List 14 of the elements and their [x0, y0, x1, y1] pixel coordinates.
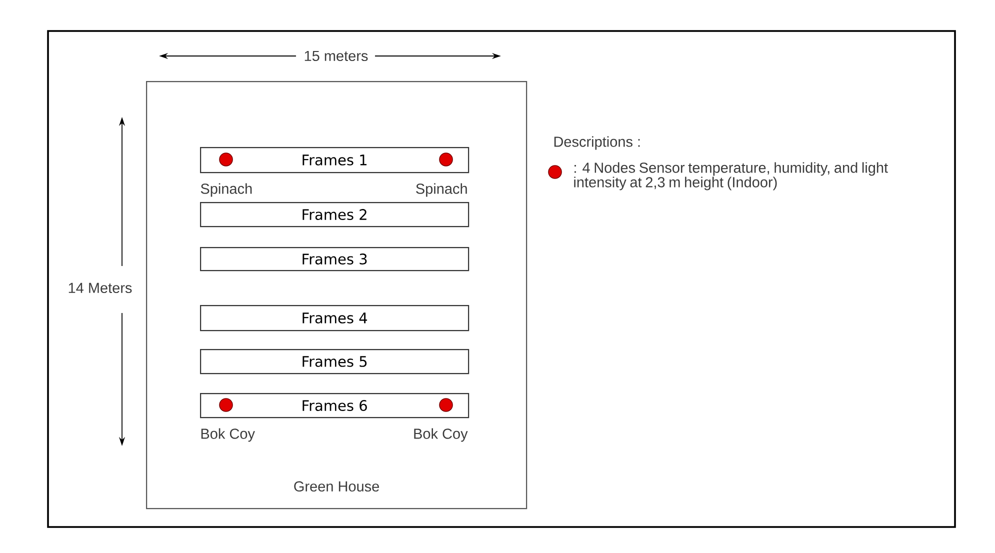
- legend-heading: Descriptions :: [554, 136, 640, 150]
- dimension-label: 15 meters: [304, 50, 368, 62]
- plant-label: Spinach: [200, 183, 252, 197]
- legend-text: : 4 Nodes Sensor temperature, humidity, and light intensity at 2,3 m height (Indoor): [574, 162, 888, 190]
- dimension-label: 14 Meters: [68, 282, 132, 294]
- frame-bar: Frames 1: [200, 147, 470, 174]
- frame-bar: Frames 4: [200, 305, 470, 332]
- frame-bar: Frames 3: [200, 247, 470, 272]
- plant-label: Bok Coy: [414, 428, 468, 442]
- frame-bar: Frames 6: [200, 393, 470, 418]
- frame-bar: Frames 2: [200, 202, 470, 228]
- frame-bar: Frames 5: [200, 349, 470, 374]
- plant-label: Bok Coy: [201, 428, 255, 442]
- plant-label: Spinach: [416, 183, 467, 197]
